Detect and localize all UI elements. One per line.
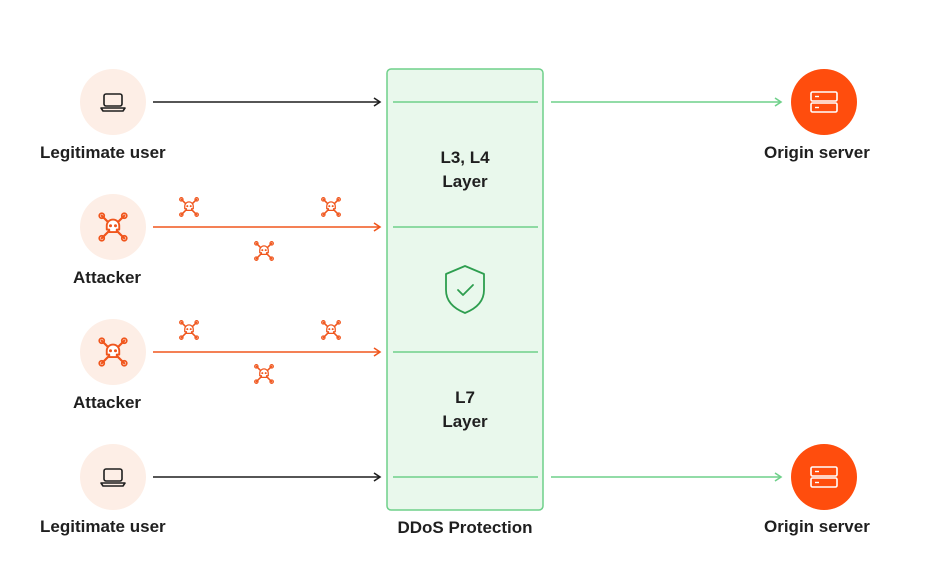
attack-packet-icon (320, 319, 342, 341)
origin-server-node (791, 69, 857, 135)
layer-label-l3-l4: L3, L4 Layer (387, 146, 543, 194)
attack-packet-icon (320, 196, 342, 218)
attack-packet-icon (178, 196, 200, 218)
attack-packet-icon (253, 363, 275, 385)
protection-panel (386, 68, 544, 511)
destination-label: Origin server (764, 517, 870, 536)
attack-packet-icon (178, 319, 200, 341)
layer-suffix: Layer (442, 172, 488, 191)
source-label: Attacker (73, 393, 142, 412)
source-label: Legitimate user (40, 143, 166, 162)
legitimate-user-node (80, 444, 146, 510)
source-label: Attacker (73, 268, 142, 287)
layer-name: L3, L4 (440, 148, 490, 167)
attack-packet-icon (253, 240, 275, 262)
shield-check-icon (445, 265, 485, 314)
layer-suffix: Layer (442, 412, 488, 431)
layer-label-l7: L7 Layer (387, 386, 543, 434)
protection-label: DDoS Protection (397, 518, 533, 537)
layer-name: L7 (455, 388, 475, 407)
legitimate-user-node (80, 69, 146, 135)
origin-server-node (791, 444, 857, 510)
source-label: Legitimate user (40, 517, 166, 536)
destination-label: Origin server (764, 143, 870, 162)
